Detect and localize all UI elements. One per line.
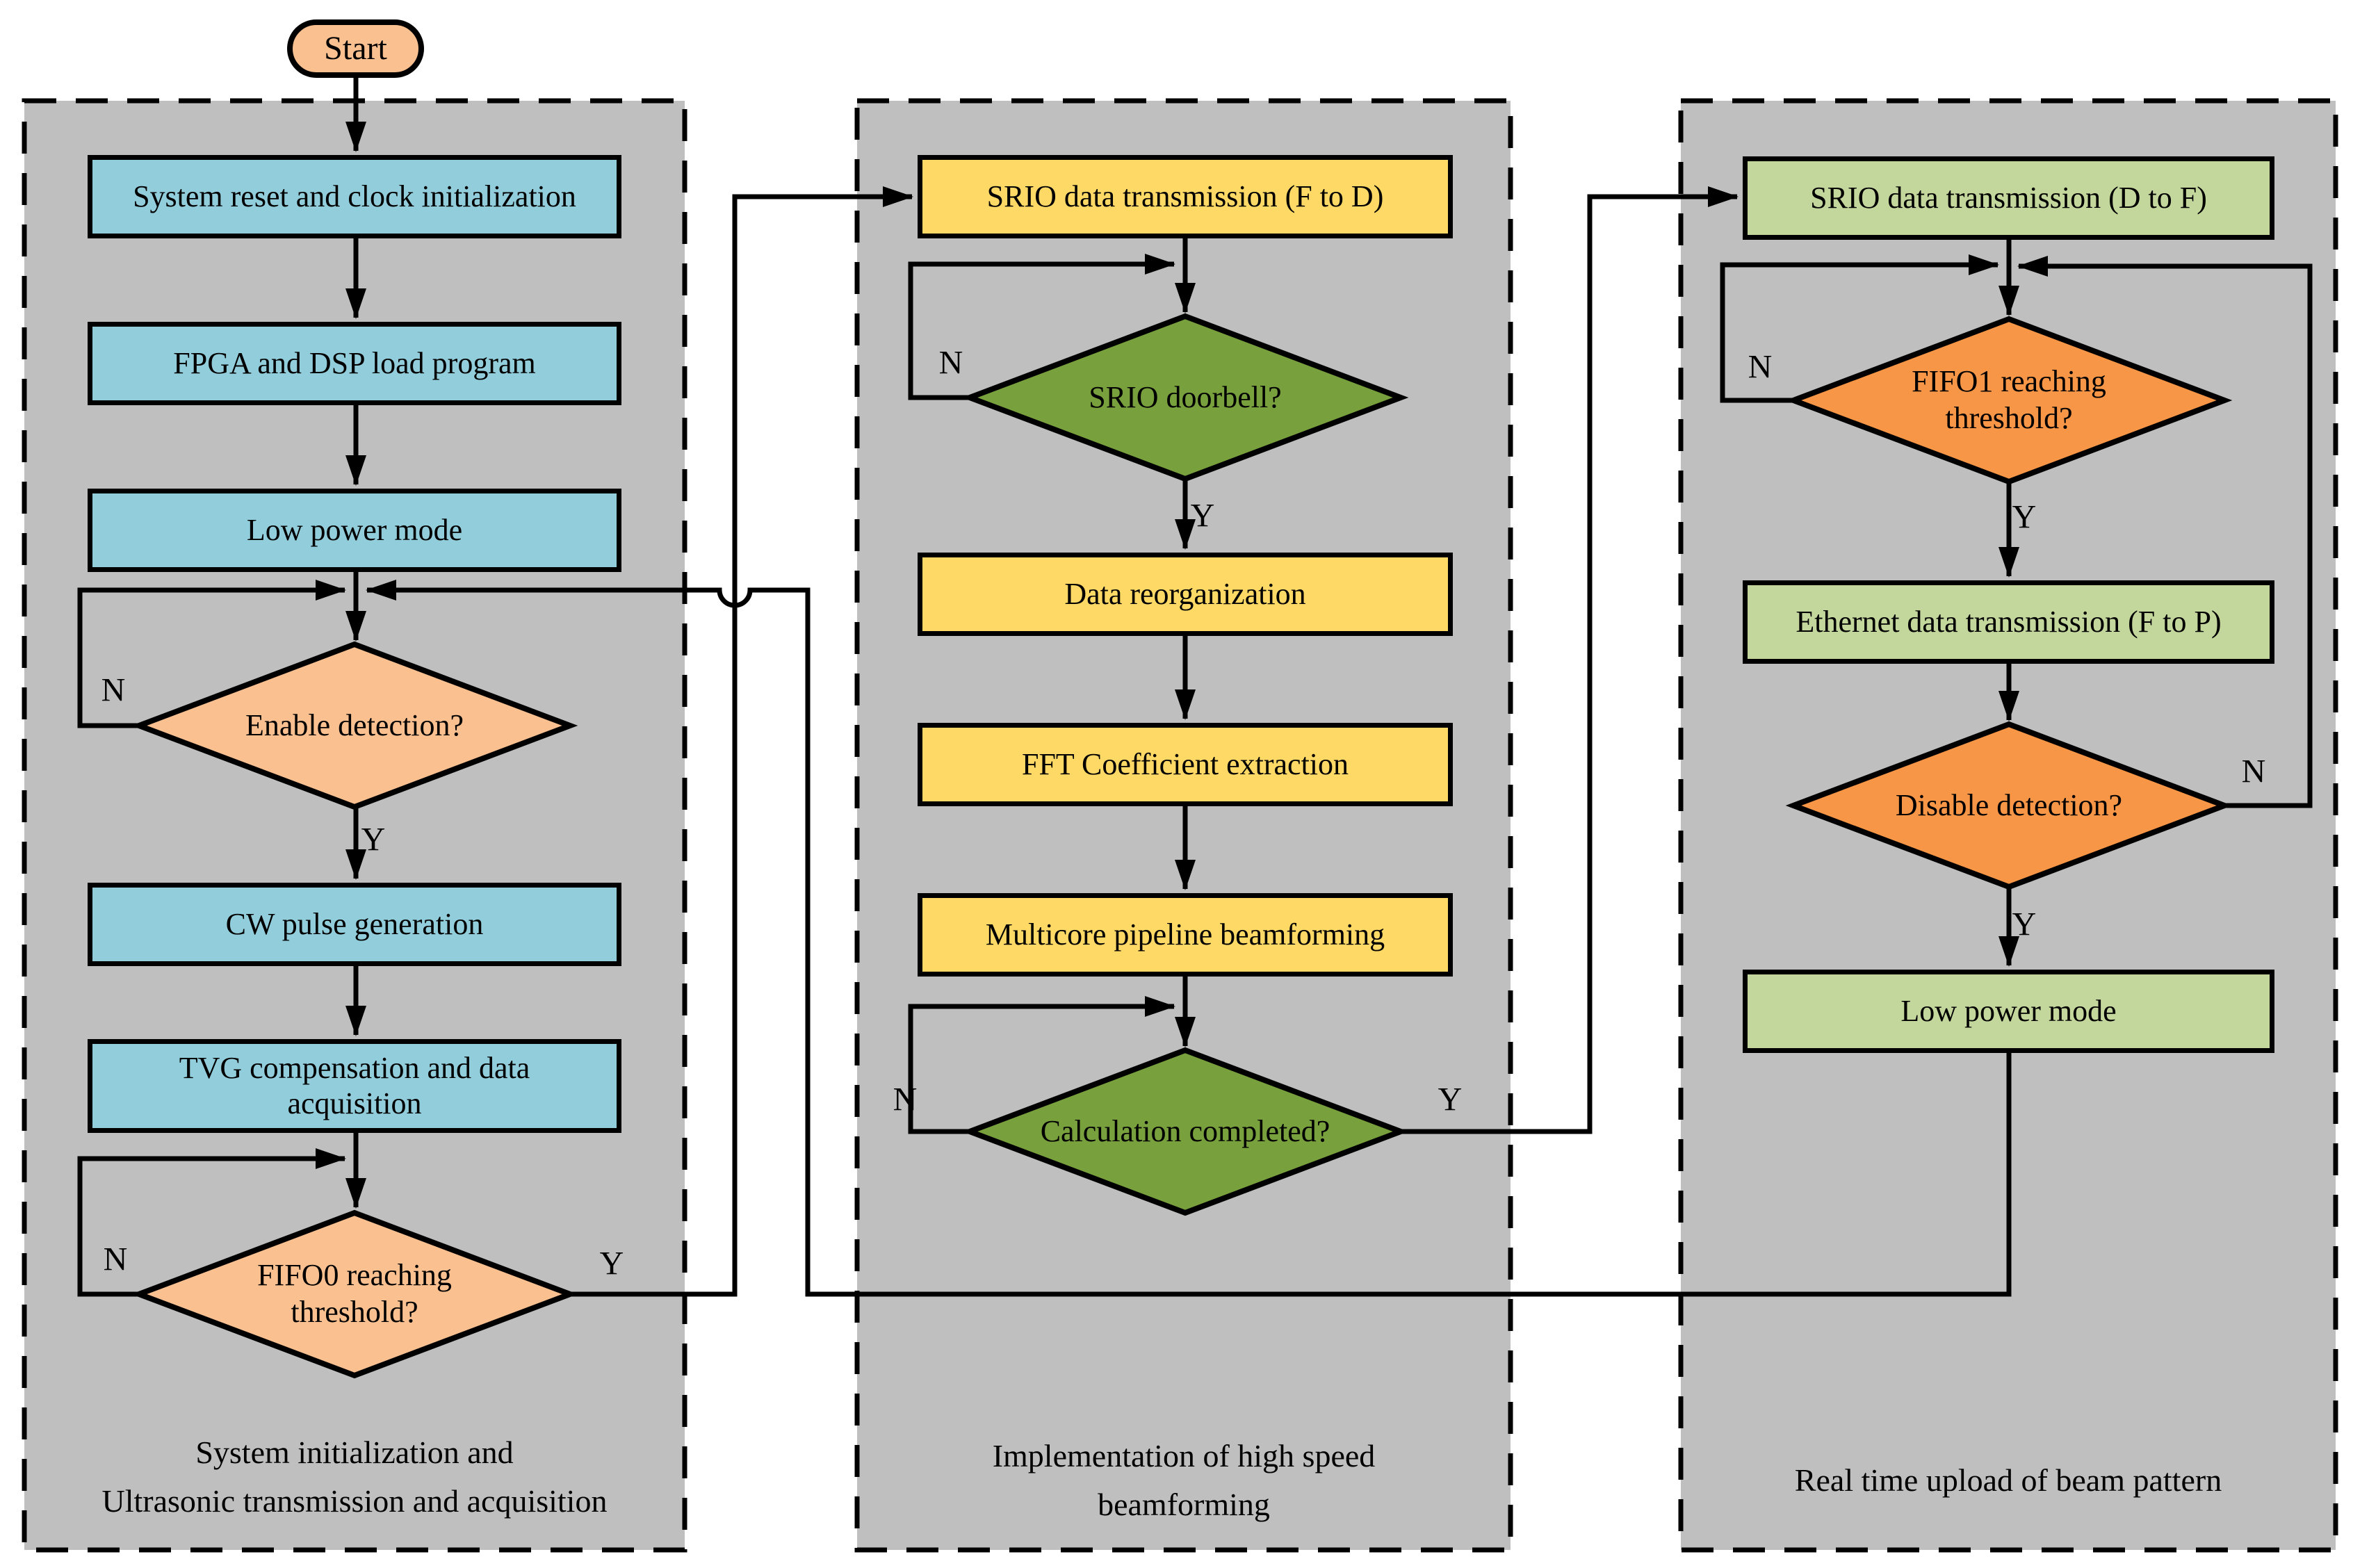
label-calc-no: N [893,1081,918,1118]
diamond-disable-detection-label: Disable detection? [1895,787,2123,822]
panel-3-caption: Real time upload of beam pattern [1681,1456,2336,1505]
diamond-fifo1-threshold-label: FIFO1 reaching threshold? [1912,364,2106,435]
panel-3-caption-line1: Real time upload of beam pattern [1794,1462,2222,1498]
box-load-program: FPGA and DSP load program [88,322,621,405]
panel-1-caption-line1: System initialization and [195,1435,514,1470]
label-doorbell-no: N [938,344,963,382]
label-enable-detection-yes: Y [361,821,386,858]
diamond-srio-doorbell [961,313,1409,482]
label-fifo1-yes: Y [2012,498,2037,536]
box-data-reorganization-label: Data reorganization [1064,576,1306,611]
label-disable-no: N [2241,753,2266,790]
diamond-disable-detection [1785,721,2233,890]
box-data-reorganization: Data reorganization [918,553,1453,636]
diamond-enable-detection [131,641,578,810]
label-fifo0-yes: Y [599,1245,624,1282]
label-calc-yes: Y [1438,1081,1463,1118]
box-srio-d-to-f-label: SRIO data transmission (D to F) [1810,180,2207,215]
box-low-power-mode-p1-label: Low power mode [246,512,463,547]
box-system-reset-label: System reset and clock initialization [133,179,576,213]
panel-2-caption: Implementation of high speed beamforming [857,1432,1511,1529]
box-cw-pulse: CW pulse generation [88,883,621,966]
diamond-fifo0-threshold [131,1209,578,1379]
edge-doorbell-no-loop [908,254,1175,400]
box-fft-extraction-label: FFT Coefficient extraction [1021,746,1349,781]
box-ethernet-transmission-label: Ethernet data transmission (F to P) [1796,604,2222,639]
edge-fifo0-no-loop [77,1148,346,1297]
box-load-program-label: FPGA and DSP load program [173,345,536,380]
label-disable-yes: Y [2012,906,2037,943]
edge-calc-no-loop [908,996,1175,1134]
panel-1-caption-line2: Ultrasonic transmission and acquisition [101,1483,608,1519]
label-doorbell-yes: Y [1190,497,1215,534]
diamond-srio-doorbell-label: SRIO doorbell? [1089,379,1282,414]
box-low-power-mode-p3: Low power mode [1743,970,2274,1053]
box-multicore-beamforming-label: Multicore pipeline beamforming [985,917,1385,952]
label-enable-detection-no: N [101,671,126,709]
panel-2-caption-line1: Implementation of high speed [992,1438,1376,1473]
diamond-enable-detection-label: Enable detection? [245,708,464,742]
panel-2-caption-line2: beamforming [1098,1487,1270,1522]
label-fifo1-no: N [1748,348,1773,386]
edge-disable-no-feedback [2017,256,2313,808]
box-srio-f-to-d: SRIO data transmission (F to D) [918,155,1453,238]
start-label: Start [324,30,387,67]
diamond-calculation-completed [961,1047,1409,1216]
box-low-power-mode-p1: Low power mode [88,489,621,572]
box-system-reset: System reset and clock initialization [88,155,621,238]
diamond-calculation-completed-label: Calculation completed? [1040,1113,1330,1148]
edge-fifo1-no-loop [1720,254,1999,403]
edge-low-power-return-to-enable-junction [366,580,2012,1297]
box-multicore-beamforming: Multicore pipeline beamforming [918,893,1453,977]
edge-fifo0-yes-to-srio-fd [570,186,913,1297]
panel-1-caption: System initialization and Ultrasonic tra… [24,1428,685,1526]
edge-enable-detection-no-loop [77,580,346,728]
box-low-power-mode-p3-label: Low power mode [1900,993,2117,1028]
box-tvg-compensation-label: TVG compensation and data acquisition [179,1050,530,1120]
edge-calc-yes-to-srio-df [1401,186,1739,1134]
box-fft-extraction: FFT Coefficient extraction [918,723,1453,806]
box-srio-d-to-f: SRIO data transmission (D to F) [1743,156,2274,240]
box-cw-pulse-label: CW pulse generation [225,906,484,941]
diamond-fifo1-threshold [1785,316,2233,485]
label-fifo0-no: N [103,1241,128,1278]
box-srio-f-to-d-label: SRIO data transmission (F to D) [986,179,1384,213]
box-tvg-compensation: TVG compensation and data acquisition [88,1039,621,1133]
box-ethernet-transmission: Ethernet data transmission (F to P) [1743,580,2274,664]
start-node: Start [287,19,424,78]
diamond-fifo0-threshold-label: FIFO0 reaching threshold? [257,1258,452,1329]
